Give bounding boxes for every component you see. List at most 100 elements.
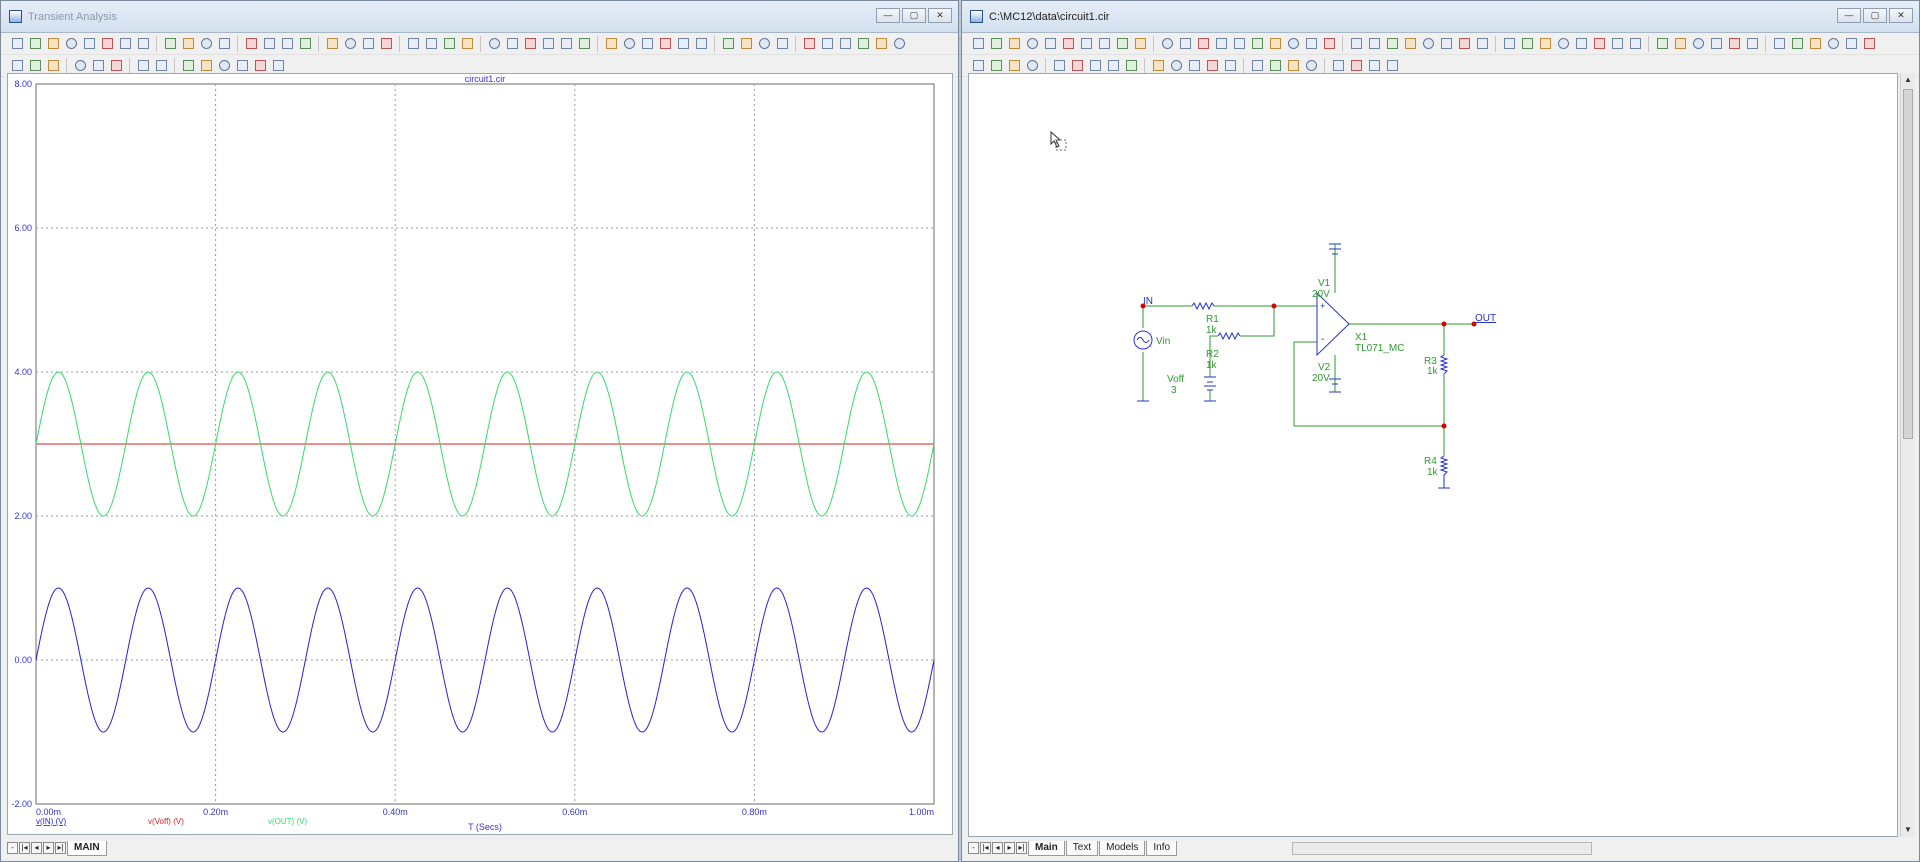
toolbar-button-icon[interactable]	[1186, 58, 1202, 74]
toolbar-button-icon[interactable]	[657, 36, 673, 52]
tab-main[interactable]: MAIN	[67, 840, 107, 856]
toolbar-button-icon[interactable]	[1231, 36, 1247, 52]
toolbar-button-icon[interactable]	[1321, 36, 1337, 52]
tab-nav-last[interactable]: ▸|	[1016, 842, 1027, 854]
toolbar-button-icon[interactable]	[1267, 58, 1283, 74]
toolbar-button-icon[interactable]	[1474, 36, 1490, 52]
toolbar-button-icon[interactable]	[1177, 36, 1193, 52]
tab-nav-minus[interactable]: -	[968, 842, 979, 854]
schematic-drawing[interactable]: + - IN OUT Vin R1 1k R2 1k Voff	[969, 74, 1899, 838]
toolbar-button-icon[interactable]	[1384, 58, 1400, 74]
toolbar-button-icon[interactable]	[1825, 36, 1841, 52]
toolbar-button-icon[interactable]	[1303, 58, 1319, 74]
toolbar-button-icon[interactable]	[378, 36, 394, 52]
toolbar-button-icon[interactable]	[621, 36, 637, 52]
toolbar-button-icon[interactable]	[441, 36, 457, 52]
toolbar-button-icon[interactable]	[1771, 36, 1787, 52]
toolbar-button-icon[interactable]	[819, 36, 835, 52]
toolbar-button-icon[interactable]	[135, 36, 151, 52]
toolbar-button-icon[interactable]	[360, 36, 376, 52]
toolbar-button-icon[interactable]	[1789, 36, 1805, 52]
toolbar-button-icon[interactable]	[1159, 36, 1175, 52]
toolbar-button-icon[interactable]	[1249, 58, 1265, 74]
toolbar-button-icon[interactable]	[342, 36, 358, 52]
toolbar-button-icon[interactable]	[873, 36, 889, 52]
toolbar-button-icon[interactable]	[486, 36, 502, 52]
toolbar-button-icon[interactable]	[9, 36, 25, 52]
toolbar-button-icon[interactable]	[252, 58, 268, 74]
tab-nav-first[interactable]: |◂	[980, 842, 991, 854]
toolbar-button-icon[interactable]	[1060, 36, 1076, 52]
toolbar-button-icon[interactable]	[27, 58, 43, 74]
toolbar-button-icon[interactable]	[1627, 36, 1643, 52]
toolbar-button-icon[interactable]	[1366, 36, 1382, 52]
toolbar-button-icon[interactable]	[738, 36, 754, 52]
toolbar-button-icon[interactable]	[1519, 36, 1535, 52]
toolbar-button-icon[interactable]	[1087, 58, 1103, 74]
toolbar-button-icon[interactable]	[558, 36, 574, 52]
toolbar-button-icon[interactable]	[1807, 36, 1823, 52]
toolbar-button-icon[interactable]	[1672, 36, 1688, 52]
toolbar-button-icon[interactable]	[1069, 58, 1085, 74]
toolbar-button-icon[interactable]	[1006, 36, 1022, 52]
tab-nav-last[interactable]: ▸|	[55, 842, 66, 854]
toolbar-button-icon[interactable]	[459, 36, 475, 52]
toolbar-button-icon[interactable]	[1384, 36, 1400, 52]
toolbar-button-icon[interactable]	[270, 58, 286, 74]
toolbar-button-icon[interactable]	[279, 36, 295, 52]
tab-info[interactable]: Info	[1146, 840, 1178, 856]
tab-nav-first[interactable]: |◂	[19, 842, 30, 854]
toolbar-button-icon[interactable]	[522, 36, 538, 52]
scroll-up-icon[interactable]: ▲	[1904, 75, 1912, 84]
schematic-canvas[interactable]: + - IN OUT Vin R1 1k R2 1k Voff	[968, 73, 1898, 837]
toolbar-button-icon[interactable]	[1690, 36, 1706, 52]
toolbar-button-icon[interactable]	[324, 36, 340, 52]
toolbar-button-icon[interactable]	[1051, 58, 1067, 74]
toolbar-button-icon[interactable]	[1204, 58, 1220, 74]
toolbar-button-icon[interactable]	[405, 36, 421, 52]
toolbar-button-icon[interactable]	[45, 58, 61, 74]
scroll-thumb[interactable]	[1903, 89, 1913, 439]
toolbar-button-icon[interactable]	[504, 36, 520, 52]
toolbar-button-icon[interactable]	[1105, 58, 1121, 74]
toolbar-button-icon[interactable]	[117, 36, 133, 52]
toolbar-button-icon[interactable]	[1438, 36, 1454, 52]
toolbar-button-icon[interactable]	[81, 36, 97, 52]
toolbar-button-icon[interactable]	[801, 36, 817, 52]
toolbar-button-icon[interactable]	[1843, 36, 1859, 52]
toolbar-button-icon[interactable]	[45, 36, 61, 52]
toolbar-button-icon[interactable]	[1213, 36, 1229, 52]
minimize-button[interactable]: —	[1837, 8, 1861, 23]
toolbar-button-icon[interactable]	[1114, 36, 1130, 52]
toolbar-button-icon[interactable]	[243, 36, 259, 52]
tab-nav-next[interactable]: ▸	[43, 842, 54, 854]
toolbar-button-icon[interactable]	[261, 36, 277, 52]
toolbar-button-icon[interactable]	[1708, 36, 1724, 52]
toolbar-button-icon[interactable]	[1168, 58, 1184, 74]
toolbar-button-icon[interactable]	[1096, 36, 1112, 52]
scroll-down-icon[interactable]: ▼	[1904, 825, 1912, 834]
toolbar-button-icon[interactable]	[1501, 36, 1517, 52]
toolbar-button-icon[interactable]	[1006, 58, 1022, 74]
toolbar-button-icon[interactable]	[1303, 36, 1319, 52]
toolbar-button-icon[interactable]	[1024, 36, 1040, 52]
toolbar-button-icon[interactable]	[27, 36, 43, 52]
toolbar-button-icon[interactable]	[1348, 58, 1364, 74]
toolbar-button-icon[interactable]	[1132, 36, 1148, 52]
toolbar-button-icon[interactable]	[63, 36, 79, 52]
tab-nav-prev[interactable]: ◂	[992, 842, 1003, 854]
tab-main[interactable]: Main	[1028, 840, 1065, 856]
toolbar-button-icon[interactable]	[1330, 58, 1346, 74]
toolbar-button-icon[interactable]	[720, 36, 736, 52]
toolbar-button-icon[interactable]	[1726, 36, 1742, 52]
toolbar-button-icon[interactable]	[216, 36, 232, 52]
toolbar-button-icon[interactable]	[1222, 58, 1238, 74]
toolbar-button-icon[interactable]	[423, 36, 439, 52]
toolbar-button-icon[interactable]	[1285, 58, 1301, 74]
toolbar-button-icon[interactable]	[756, 36, 772, 52]
toolbar-button-icon[interactable]	[1591, 36, 1607, 52]
toolbar-button-icon[interactable]	[1573, 36, 1589, 52]
